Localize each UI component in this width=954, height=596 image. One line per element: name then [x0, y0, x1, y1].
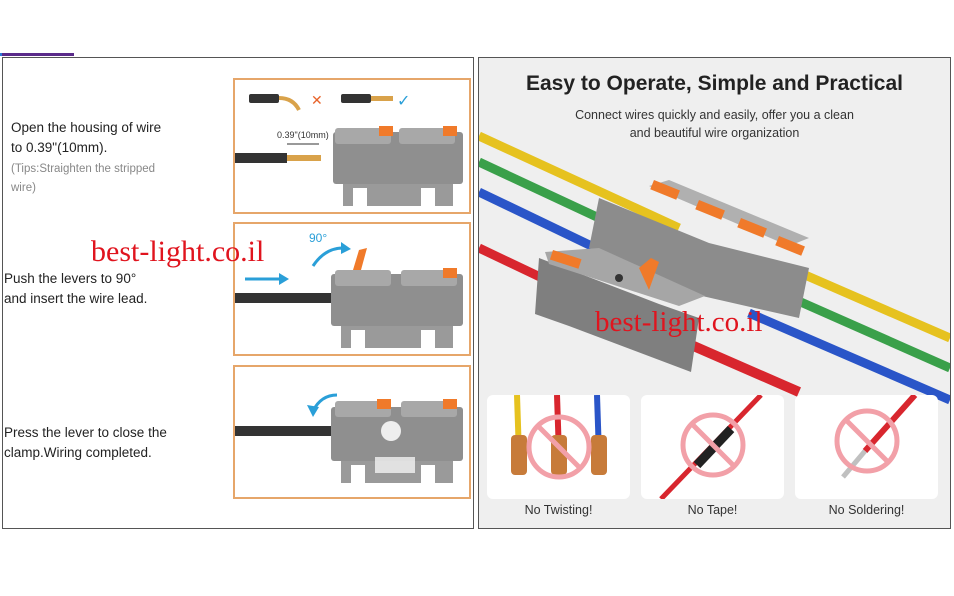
straight-wire-jacket — [341, 94, 371, 103]
prohibit-icon — [834, 408, 900, 474]
step2-line1: Push the levers to 90° — [4, 271, 137, 286]
bent-wire-core — [278, 96, 301, 111]
instructions-panel: Open the housing of wire to 0.39"(10mm).… — [2, 57, 474, 529]
connector-body — [331, 399, 463, 483]
watermark-left: best-light.co.il — [91, 235, 265, 268]
prohibit-icon — [526, 414, 592, 480]
connector-front — [535, 248, 705, 372]
step1-tip-line1: (Tips:Straighten the stripped — [11, 163, 156, 175]
step1-text: Open the housing of wire to 0.39"(10mm). — [11, 118, 161, 158]
angle-label: 90° — [309, 231, 327, 245]
connector-body — [331, 248, 463, 348]
wire — [235, 426, 339, 436]
label-no-soldering: No Soldering! — [828, 503, 905, 517]
bent-wire-jacket — [249, 94, 279, 103]
step3-line1: Press the lever to close the — [4, 425, 167, 440]
connector-photo — [479, 131, 950, 405]
tape-image — [659, 395, 763, 499]
step3-illustration — [233, 365, 471, 499]
step2-text: Push the levers to 90° and insert the wi… — [4, 269, 147, 309]
label-no-twisting: No Twisting! — [524, 503, 593, 517]
wire-core — [287, 155, 321, 161]
measure-label: 0.39"(10mm) — [277, 130, 329, 140]
step1-tip: (Tips:Straighten the stripped wire) — [11, 160, 155, 198]
step3-line2: clamp.Wiring completed. — [4, 445, 152, 460]
rotate-arrow — [311, 246, 344, 267]
features-panel: Easy to Operate, Simple and Practical Co… — [478, 57, 951, 529]
wire-yellow-right — [787, 263, 950, 343]
connector-body — [333, 126, 463, 206]
wire — [235, 293, 331, 303]
press-arrow-head — [307, 405, 319, 417]
step2-line2: and insert the wire lead. — [4, 291, 148, 306]
straight-wire-core — [371, 96, 393, 101]
label-no-tape: No Tape! — [687, 503, 738, 517]
step1-line1: Open the housing of wire — [11, 120, 162, 135]
wire-red-right — [687, 339, 801, 397]
step2-illustration: 90° — [233, 222, 471, 356]
twisting-image — [511, 395, 607, 480]
step1-diagram: ✕ ✓ 0.39"(10mm) — [235, 91, 463, 206]
step2-diagram: 90° — [235, 231, 463, 348]
soldering-image — [834, 395, 918, 479]
check-mark: ✓ — [397, 91, 410, 110]
rotate-arrow-head — [341, 242, 351, 254]
top-accent-purple — [2, 53, 74, 56]
card-no-soldering — [795, 395, 938, 499]
step3-text: Press the lever to close the clamp.Wirin… — [4, 423, 167, 463]
step3-diagram — [235, 393, 463, 483]
card-no-twisting — [487, 395, 630, 499]
wrong-mark: ✕ — [311, 92, 323, 108]
wire-jacket — [235, 153, 287, 163]
subtitle-line2: and beautiful wire organization — [629, 126, 800, 140]
step1-line2: to 0.39"(10mm). — [11, 140, 108, 155]
wire-blue-right — [747, 308, 950, 405]
features-subtitle: Connect wires quickly and easily, offer … — [479, 106, 950, 142]
watermark-right: best-light.co.il — [595, 306, 763, 338]
connector-back — [589, 180, 809, 318]
step1-illustration: ✕ ✓ 0.39"(10mm) — [233, 78, 471, 214]
features-title: Easy to Operate, Simple and Practical — [526, 72, 903, 95]
card-no-tape — [641, 395, 784, 499]
insert-arrow-head — [279, 273, 289, 285]
prohibit-icon — [680, 412, 746, 478]
subtitle-line1: Connect wires quickly and easily, offer … — [575, 108, 854, 122]
step1-tip-line2: wire) — [11, 182, 36, 194]
wire-yellow-left — [479, 131, 681, 233]
